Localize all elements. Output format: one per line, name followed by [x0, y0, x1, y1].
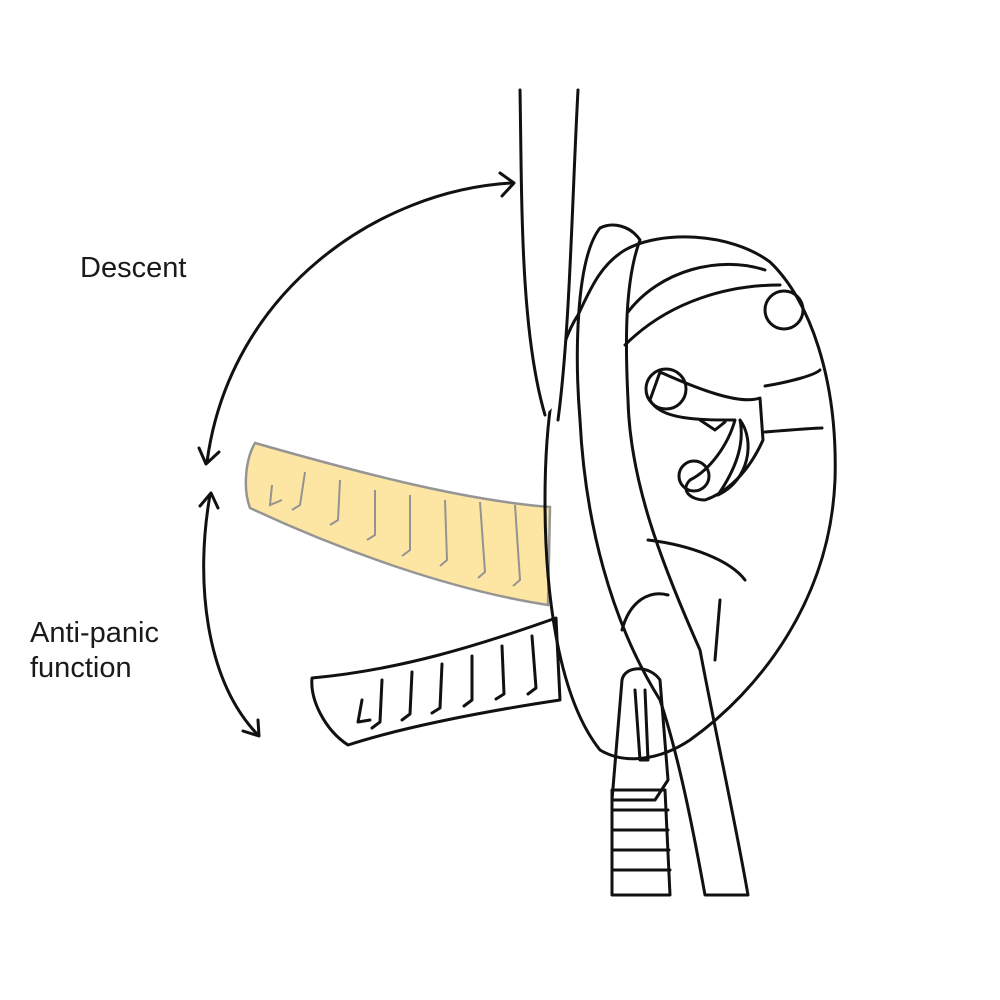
cam-pin — [677, 459, 711, 493]
rope — [518, 88, 750, 897]
rivet-middle — [644, 367, 688, 411]
anti-panic-label-line1: Anti-panic — [30, 617, 159, 649]
rivet-top — [763, 289, 805, 331]
handle-anti-panic-position — [310, 616, 562, 747]
carabiner — [610, 667, 672, 897]
device-body — [543, 235, 837, 761]
anti-panic-label-line2: function — [30, 652, 132, 684]
handle-descent-position — [244, 441, 552, 607]
anti-panic-arc-arrow — [198, 491, 261, 738]
descent-arc-arrow — [197, 171, 516, 466]
descent-label: Descent — [80, 252, 187, 284]
